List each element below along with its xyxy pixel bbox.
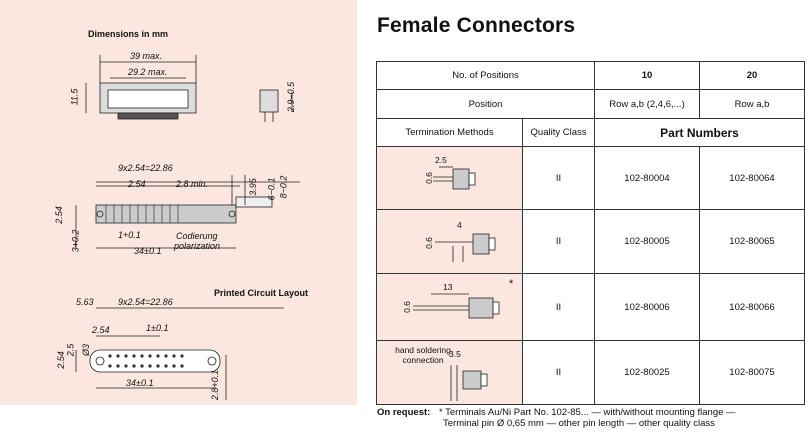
part-10-cell: 102-80025 [594,340,700,405]
on-request-label: On request: [377,407,431,418]
mid-polarization: polarization [174,241,221,251]
positions-20: 20 [699,61,805,90]
dim-label: 3.5 [449,349,461,359]
note-asterisk: * [509,278,514,290]
mid-1: 1+0.1 [118,230,141,240]
pcb-34: 34±0.1 [126,378,154,388]
part-numbers-label: Part Numbers [594,118,805,147]
quality-cell: II [522,273,595,341]
quality-cell: II [522,209,595,274]
dim-label: 13 [443,282,453,292]
mid-2-8: 2.8 min. [176,179,209,189]
termination-diagram: 4 0.6 [376,209,523,274]
dim-2-9: 2.9−0.5 [286,81,297,113]
pin-label: 0.6 [401,301,412,313]
hand-soldering-note: hand soldering connection [395,345,451,365]
footer-line-2: Terminal pin Ø 0,65 mm — other pin lengt… [443,418,715,429]
quality-label: Quality Class [522,118,595,147]
mid-codierung: Codierung [176,231,218,241]
part-10-cell: 102-80006 [594,273,700,341]
drawing-panel [0,0,357,405]
position-20: Row a,b [699,89,805,119]
dim-11-5: 11.5 [69,88,80,106]
mid-6: 6−0.1 [266,177,277,201]
part-10-cell: 102-80004 [594,146,700,210]
pin-label: 0.6 [423,237,434,249]
page-title: Female Connectors [377,14,576,37]
pcb-dia-3: Ø3 [81,343,92,357]
pcb-1: 1±0.1 [146,323,169,333]
dim-label: 4 [457,220,462,230]
mid-34: 34±0.1 [134,246,162,256]
positions-label: No. of Positions [376,61,595,90]
part-20-cell: 102-80065 [699,209,805,274]
mid-2-54: 2.54 [128,179,146,189]
mid-3-95: 3.95 [247,178,258,196]
mid-pitch: 9x2.54=22.86 [118,163,173,173]
mid-8: 8−0.2 [278,175,289,199]
termination-label: Termination Methods [376,118,523,147]
pcb-5-63: 5.63 [76,297,94,307]
pcb-2-8: 2.8+0.1 [210,369,221,401]
dim-29: 29.2 max. [128,67,168,77]
table-row: 4 0.6 II 102-80005 102-80065 [376,209,805,274]
part-20-cell: 102-80075 [699,340,805,405]
part-10-cell: 102-80005 [594,209,700,274]
part-table: No. of Positions 10 20 Position Row a,b … [376,61,805,405]
pcb-pitch: 9x2.54=22.86 [118,297,173,307]
quality-cell: II [522,340,595,405]
part-20-cell: 102-80066 [699,273,805,341]
positions-10: 10 [594,61,700,90]
termination-diagram: 2.5 0.6 [376,146,523,210]
technical-drawing [75,55,300,400]
table-row: 13 0.6 * II 102-80006 102-80066 [376,273,805,341]
pcb-2-5: 2.5 [65,343,76,357]
table-row: hand soldering connection 3.5 II 102-800… [376,340,805,405]
table-row: 2.5 0.6 II 102-80004 102-80064 [376,146,805,210]
dim-39: 39 max. [130,51,163,61]
termination-diagram: 13 0.6 * [376,273,523,341]
position-label: Position [376,89,595,119]
dimensions-heading: Dimensions in mm [88,29,169,39]
mid-2-54-v: 2.54 [53,206,64,224]
part-20-cell: 102-80064 [699,146,805,210]
mid-3: 3+0.2 [70,229,81,253]
layout-heading: Printed Circuit Layout [214,288,309,298]
footer-line-1: * Terminals Au/Ni Part No. 102-85... — w… [438,407,736,418]
dim-label: 2.5 [435,155,447,165]
pcb-2-54: 2.54 [92,325,110,335]
pin-label: 0.6 [423,172,434,184]
position-10: Row a,b (2,4,6,...) [594,89,700,119]
footer-note: On request: * Terminals Au/Ni Part No. 1… [377,407,736,429]
termination-diagram: hand soldering connection 3.5 [376,340,523,405]
quality-cell: II [522,146,595,210]
